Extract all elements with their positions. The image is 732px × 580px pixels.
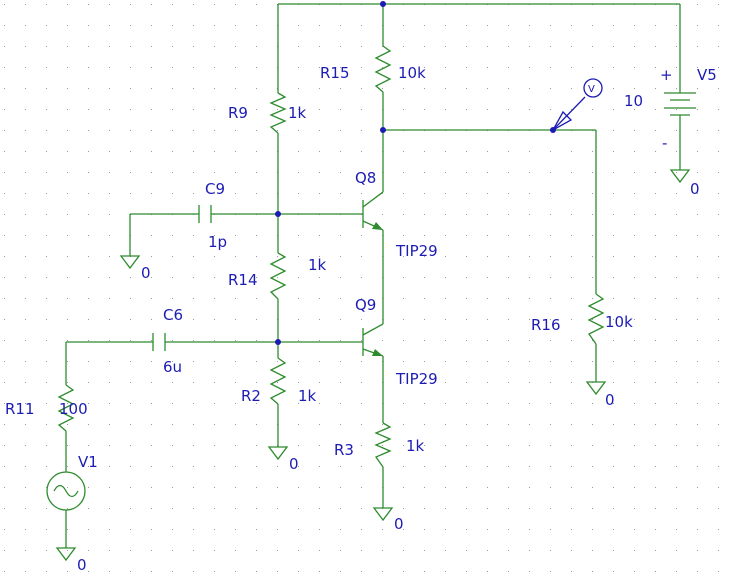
- svg-text:1k: 1k: [298, 387, 317, 405]
- resistor-r15[interactable]: R15 10k: [320, 45, 426, 93]
- svg-text:V1: V1: [78, 453, 98, 471]
- voltage-probe[interactable]: V: [551, 78, 603, 132]
- junction-dots: [275, 1, 556, 345]
- transistor-q8[interactable]: Q8 TIP29: [355, 165, 438, 260]
- svg-text:-: -: [662, 134, 667, 152]
- svg-text:R3: R3: [334, 441, 354, 459]
- svg-text:V: V: [588, 84, 595, 95]
- grid-dots: [4, 4, 719, 572]
- ac-source-v1[interactable]: V1: [46, 453, 98, 511]
- transistor-q9[interactable]: Q9 TIP29: [355, 296, 438, 388]
- svg-text:6u: 6u: [163, 358, 182, 376]
- ground-r16: 0: [585, 381, 615, 409]
- svg-text:10k: 10k: [605, 313, 633, 331]
- svg-text:R11: R11: [5, 400, 35, 418]
- svg-text:0: 0: [690, 180, 700, 198]
- resistor-r11[interactable]: R11 100: [5, 384, 88, 432]
- svg-text:1k: 1k: [288, 104, 307, 122]
- resistor-r16[interactable]: R16 10k: [531, 293, 633, 345]
- svg-text:+: +: [660, 66, 673, 84]
- resistor-r2[interactable]: R2 1k: [241, 357, 317, 405]
- resistor-r3[interactable]: R3 1k: [334, 422, 425, 468]
- resistor-r14[interactable]: R14 1k: [228, 252, 327, 300]
- svg-text:10k: 10k: [398, 64, 426, 82]
- svg-text:100: 100: [59, 400, 88, 418]
- resistor-r9[interactable]: R9 1k: [228, 92, 307, 134]
- svg-text:Q9: Q9: [355, 296, 376, 314]
- svg-text:TIP29: TIP29: [395, 370, 438, 388]
- ground-v1: 0: [55, 547, 87, 574]
- capacitor-c9[interactable]: C9 1p: [198, 180, 227, 251]
- svg-text:1k: 1k: [308, 256, 327, 274]
- svg-text:C9: C9: [205, 180, 225, 198]
- svg-text:C6: C6: [163, 306, 183, 324]
- svg-text:V5: V5: [697, 66, 717, 84]
- ground-v5: 0: [669, 169, 700, 198]
- svg-text:0: 0: [394, 515, 404, 533]
- svg-text:10: 10: [624, 92, 643, 110]
- svg-text:R9: R9: [228, 104, 248, 122]
- svg-text:R16: R16: [531, 316, 561, 334]
- svg-text:R2: R2: [241, 387, 261, 405]
- svg-text:0: 0: [605, 391, 615, 409]
- svg-text:0: 0: [77, 556, 87, 574]
- ground-c9: 0: [119, 255, 151, 282]
- svg-text:0: 0: [289, 455, 299, 473]
- svg-text:1k: 1k: [406, 437, 425, 455]
- svg-text:Q8: Q8: [355, 169, 376, 187]
- svg-text:TIP29: TIP29: [395, 242, 438, 260]
- svg-text:R14: R14: [228, 271, 258, 289]
- svg-text:0: 0: [141, 264, 151, 282]
- svg-text:1p: 1p: [208, 233, 227, 251]
- wires: [65, 3, 681, 548]
- capacitor-c6[interactable]: C6 6u: [152, 306, 183, 376]
- ground-r3: 0: [372, 507, 404, 533]
- dc-source-v5[interactable]: + - V5 10: [624, 66, 717, 152]
- svg-text:R15: R15: [320, 64, 350, 82]
- ground-r2: 0: [267, 446, 299, 473]
